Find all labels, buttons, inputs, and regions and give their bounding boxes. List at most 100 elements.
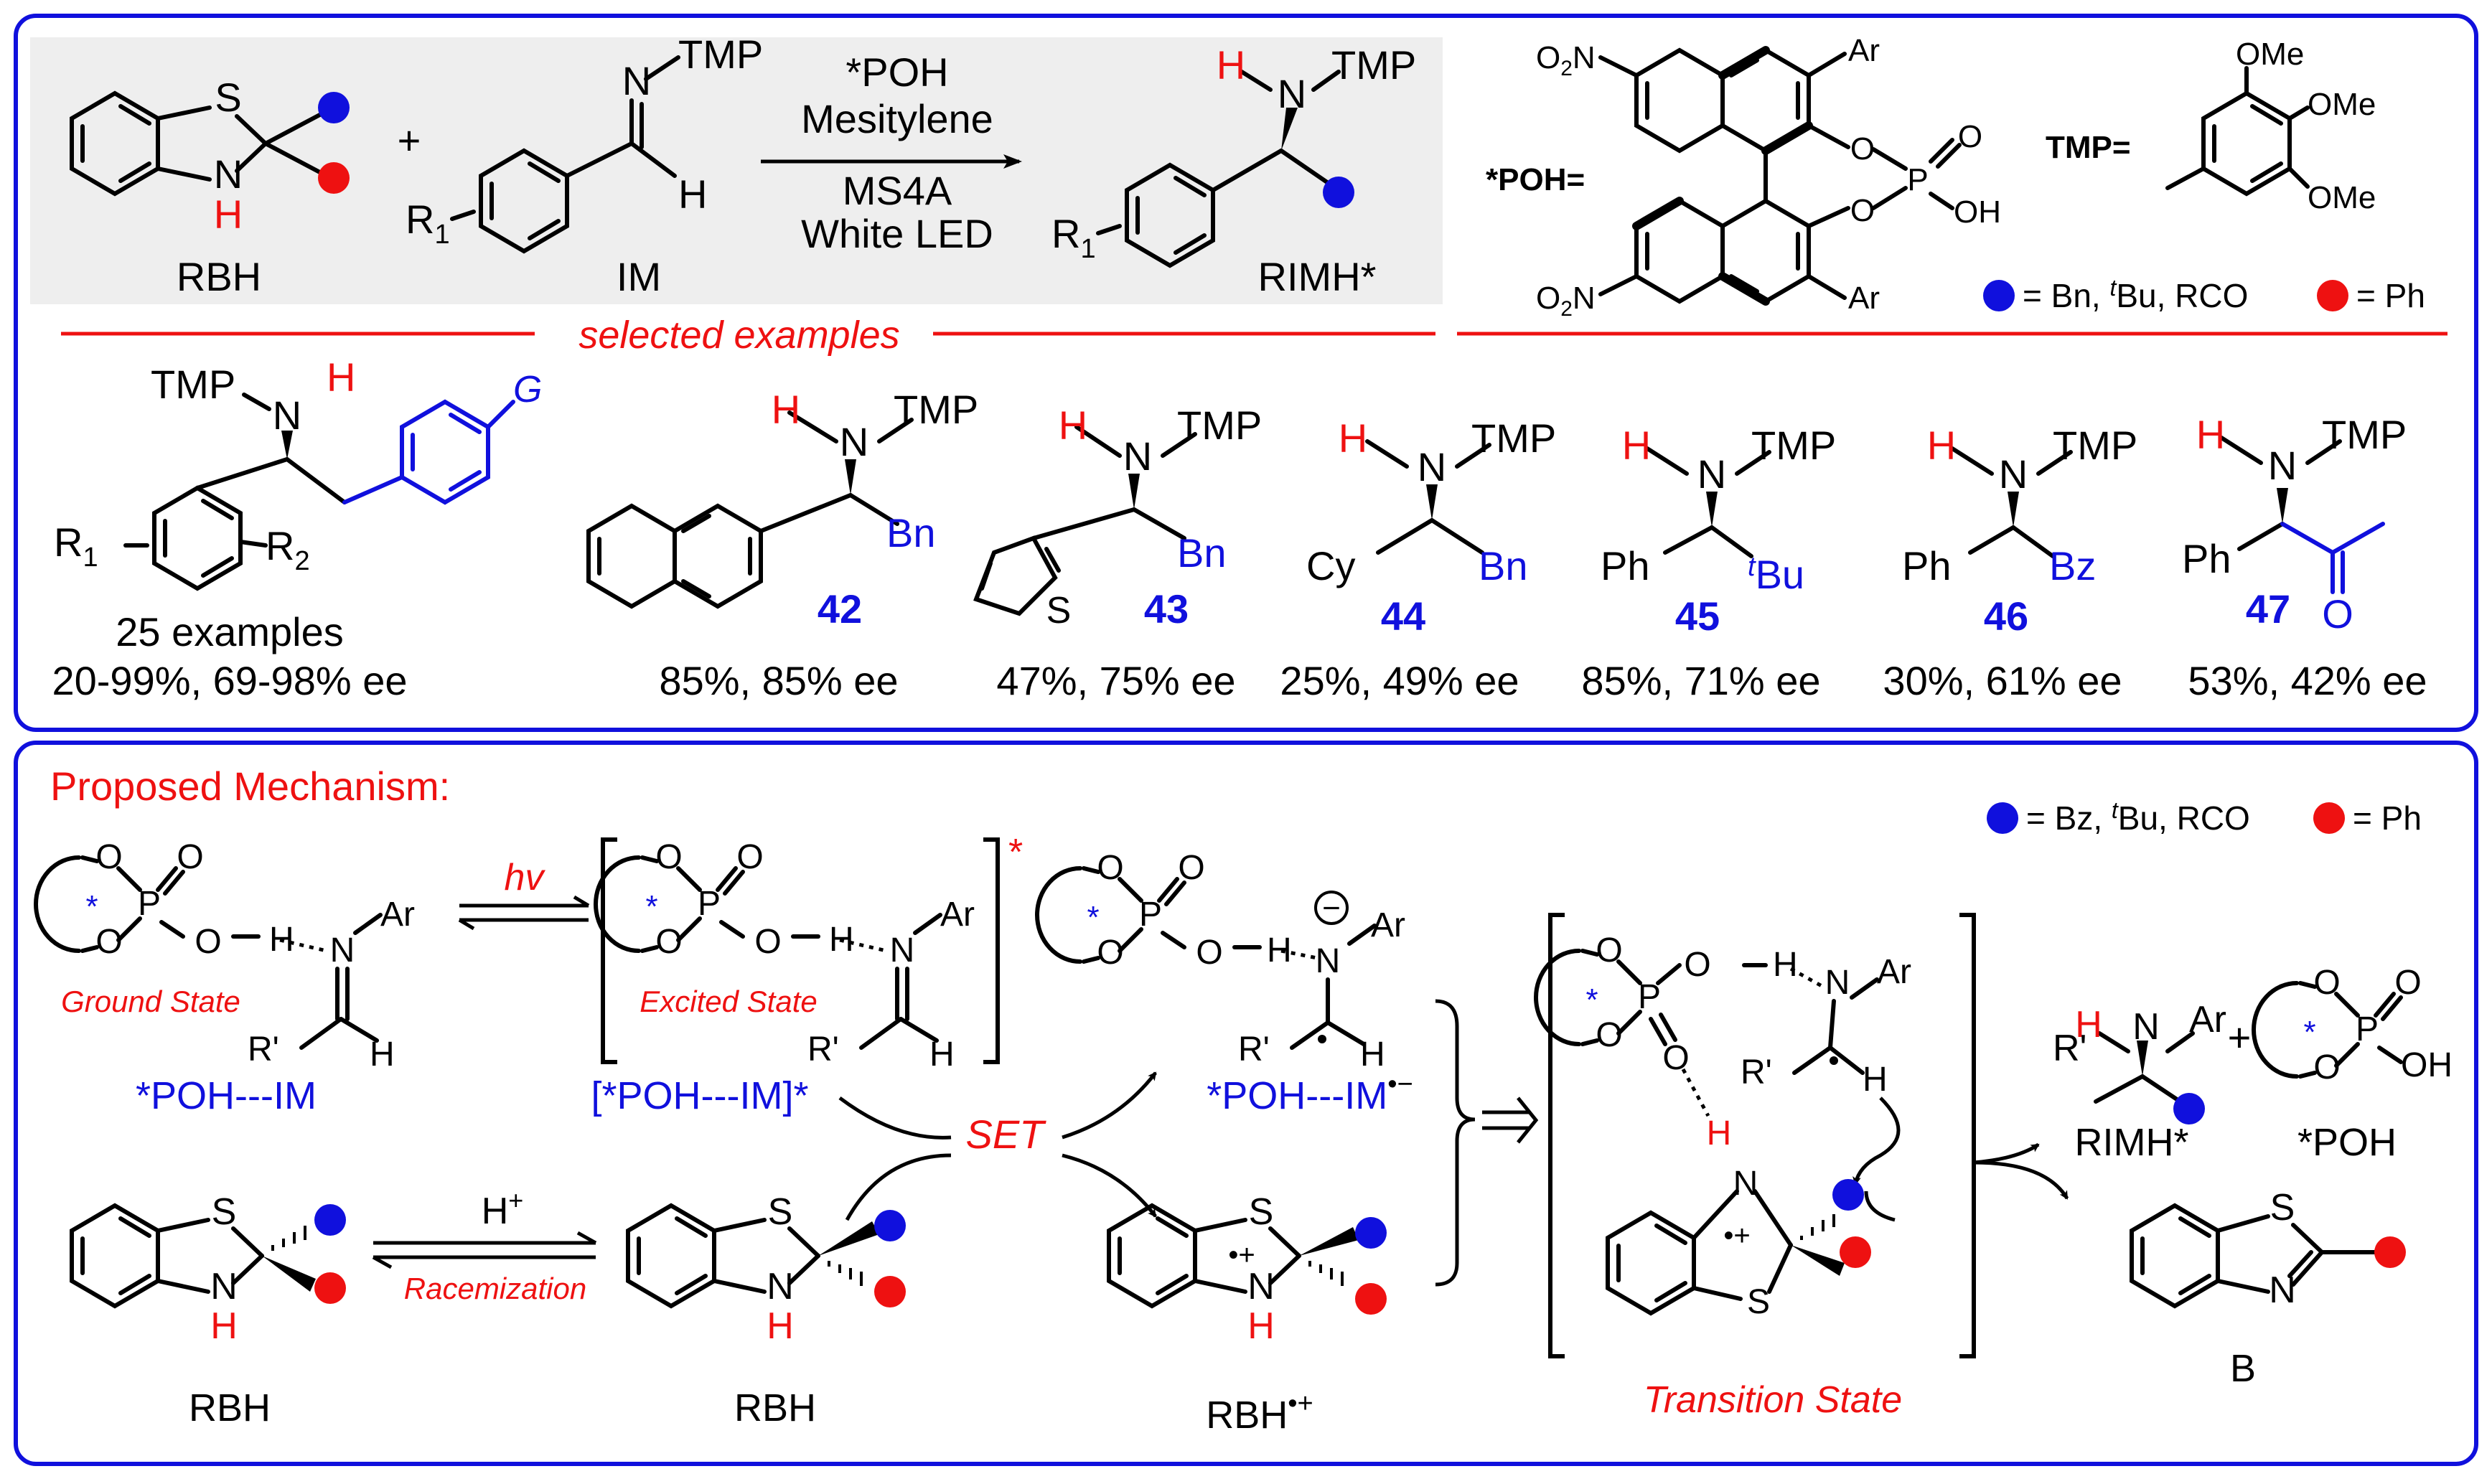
example-44-h: H bbox=[1339, 415, 1367, 461]
selected-examples-title: selected examples bbox=[578, 314, 899, 357]
rimh-rprime: R' bbox=[2053, 1028, 2086, 1069]
es-star: * bbox=[645, 889, 657, 924]
general-n: N bbox=[273, 393, 301, 438]
poh-regen-label: *POH bbox=[2297, 1121, 2397, 1164]
example-47-wedge bbox=[2277, 488, 2288, 524]
excited-state-bracket bbox=[601, 837, 1000, 1064]
example-44-bn: Bn bbox=[1479, 543, 1528, 588]
legend-blue-dot bbox=[1983, 280, 2015, 311]
rbh-radical-label: RBH•+ bbox=[1206, 1389, 1313, 1437]
ts-phosphate bbox=[1534, 949, 1879, 1075]
benzothiazole-structure bbox=[2130, 1203, 2385, 1309]
example-43-tmp: TMP bbox=[1177, 403, 1262, 448]
product-tmp: TMP bbox=[1331, 42, 1416, 88]
gs-o-h: O bbox=[195, 923, 221, 961]
poh-regen-star: * bbox=[2303, 1015, 2315, 1050]
example-43-yield: 47%, 75% ee bbox=[996, 658, 1235, 703]
ts-red-dot bbox=[1840, 1236, 1871, 1268]
tmp-ome-1: OMe bbox=[2236, 37, 2304, 72]
poh-double-o: O bbox=[1958, 119, 1982, 154]
rbh-radical-hashed-bond bbox=[1308, 1261, 1344, 1286]
radical-anion-complex bbox=[1035, 866, 1377, 1050]
ts-o-bonded: O bbox=[1684, 946, 1710, 984]
example-45-n: N bbox=[1697, 451, 1726, 497]
rbh-middle-red-dot bbox=[874, 1276, 906, 1307]
rbh-left-red-dot bbox=[314, 1272, 346, 1304]
poh-regen-p: P bbox=[2356, 1010, 2379, 1048]
example-45-h: H bbox=[1622, 423, 1651, 468]
example-47-o: O bbox=[2322, 591, 2353, 637]
reactant1-label: RBH bbox=[177, 254, 261, 299]
rbh-left-n: N bbox=[210, 1266, 238, 1307]
imine-h: H bbox=[678, 172, 707, 217]
product-n: N bbox=[1278, 71, 1306, 116]
ra-o-h: O bbox=[1196, 934, 1222, 972]
example-45-tmp: TMP bbox=[1751, 423, 1836, 468]
example-47-yield: 53%, 42% ee bbox=[2188, 658, 2427, 703]
example-46-h: H bbox=[1927, 423, 1956, 468]
racemization-arrows bbox=[372, 1231, 597, 1269]
example-47-acetyl bbox=[2280, 522, 2385, 594]
converging-brace bbox=[1435, 999, 1476, 1287]
rbh-middle-wedge bbox=[818, 1221, 879, 1256]
ra-o-bottom: O bbox=[1097, 934, 1123, 972]
condition-catalyst: *POH bbox=[846, 50, 948, 95]
photo-equilibrium-arrows bbox=[458, 895, 590, 931]
rbh-radical-s: S bbox=[1249, 1191, 1274, 1233]
legend-blue-text: = Bn, tBu, RCO bbox=[2023, 275, 2248, 314]
example-44-n: N bbox=[1418, 444, 1446, 489]
reactant2-label: IM bbox=[617, 254, 661, 299]
excited-complex-label: [*POH---IM]* bbox=[591, 1074, 809, 1117]
example-46-tmp: TMP bbox=[2053, 423, 2137, 468]
rbh-left-s: S bbox=[212, 1191, 237, 1233]
rimh-h: H bbox=[2075, 1004, 2102, 1046]
example-46-structure bbox=[1950, 446, 2073, 558]
general-aryl-group bbox=[342, 399, 515, 505]
es-h: H bbox=[829, 921, 854, 959]
rbh-middle-hashed-bond bbox=[828, 1261, 863, 1286]
rbh-left-wedge bbox=[262, 1256, 316, 1292]
gs-ar: Ar bbox=[380, 896, 415, 934]
ts-o-top: O bbox=[1596, 931, 1622, 969]
poh-p: P bbox=[1907, 162, 1928, 197]
general-r2: R2 bbox=[266, 523, 310, 576]
general-g: G bbox=[513, 369, 542, 410]
gs-star: * bbox=[85, 889, 98, 924]
rbh-left-structure bbox=[70, 1203, 264, 1309]
ts-radical-dot bbox=[1830, 1056, 1838, 1065]
es-o-h: O bbox=[754, 923, 781, 961]
ra-h: H bbox=[1267, 931, 1292, 969]
condition-solvent: Mesitylene bbox=[801, 96, 993, 141]
poh-oh: OH bbox=[1954, 194, 2001, 230]
transition-state-label: Transition State bbox=[1644, 1379, 1902, 1421]
es-o-top: O bbox=[655, 838, 682, 876]
ts-curved-arrow-2 bbox=[1864, 1191, 1896, 1222]
poh-regen-o-top: O bbox=[2313, 964, 2340, 1002]
ra-o-double: O bbox=[1178, 849, 1204, 887]
example-42-wedge bbox=[845, 459, 856, 495]
rbh-reactant-structure bbox=[70, 90, 329, 197]
poh-bold-bonds bbox=[1632, 46, 1813, 306]
rbh-radical-n: N bbox=[1247, 1266, 1275, 1307]
rbh-radical-charge: •+ bbox=[1228, 1239, 1255, 1271]
rbh-n-atom: N bbox=[214, 151, 243, 197]
rbh-radical-blue-dot bbox=[1355, 1217, 1387, 1249]
ts-hbonds bbox=[1681, 967, 1824, 1117]
radical-anion-hbond bbox=[1280, 949, 1318, 960]
benzothiazole-n: N bbox=[2269, 1269, 2296, 1311]
ra-h2: H bbox=[1360, 1035, 1385, 1074]
rbh-left-h: H bbox=[210, 1305, 238, 1347]
mech-legend-red-dot bbox=[2313, 802, 2345, 834]
mechanism-title: Proposed Mechanism: bbox=[50, 764, 450, 809]
excited-state-complex bbox=[594, 855, 942, 1050]
tmp-ome-2: OMe bbox=[2308, 87, 2376, 122]
gs-p: P bbox=[138, 885, 161, 923]
ra-ar: Ar bbox=[1371, 906, 1405, 944]
rbh-middle-s: S bbox=[768, 1191, 793, 1233]
example-47-h: H bbox=[2196, 412, 2225, 457]
implies-arrow bbox=[1482, 1096, 1539, 1144]
gs-rprime: R' bbox=[248, 1030, 279, 1069]
rbh-middle-n: N bbox=[767, 1266, 794, 1307]
example-44-tmp: TMP bbox=[1471, 415, 1556, 461]
example-42-h: H bbox=[772, 387, 800, 432]
